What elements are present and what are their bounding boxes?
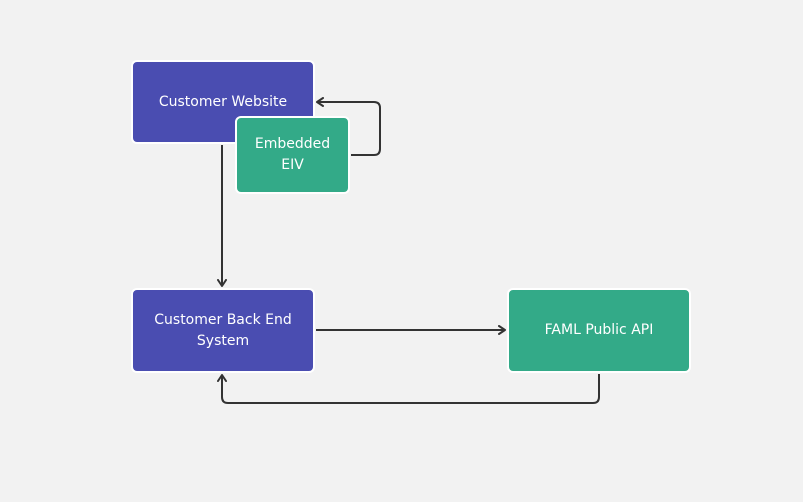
node-label: Customer Back End System — [154, 311, 292, 349]
edge-api-to-backend — [217, 374, 600, 404]
node-label: Embedded EIV — [254, 136, 331, 173]
node-customer-back-end-system[interactable]: Customer Back End System — [131, 288, 315, 373]
node-label: FAML Public API — [544, 322, 654, 338]
node-faml-public-api[interactable]: FAML Public API — [507, 288, 691, 373]
edge-eiv-to-website — [316, 97, 381, 156]
node-label: Customer Website — [158, 93, 288, 110]
node-embedded-eiv[interactable]: Embedded EIV — [235, 116, 350, 194]
